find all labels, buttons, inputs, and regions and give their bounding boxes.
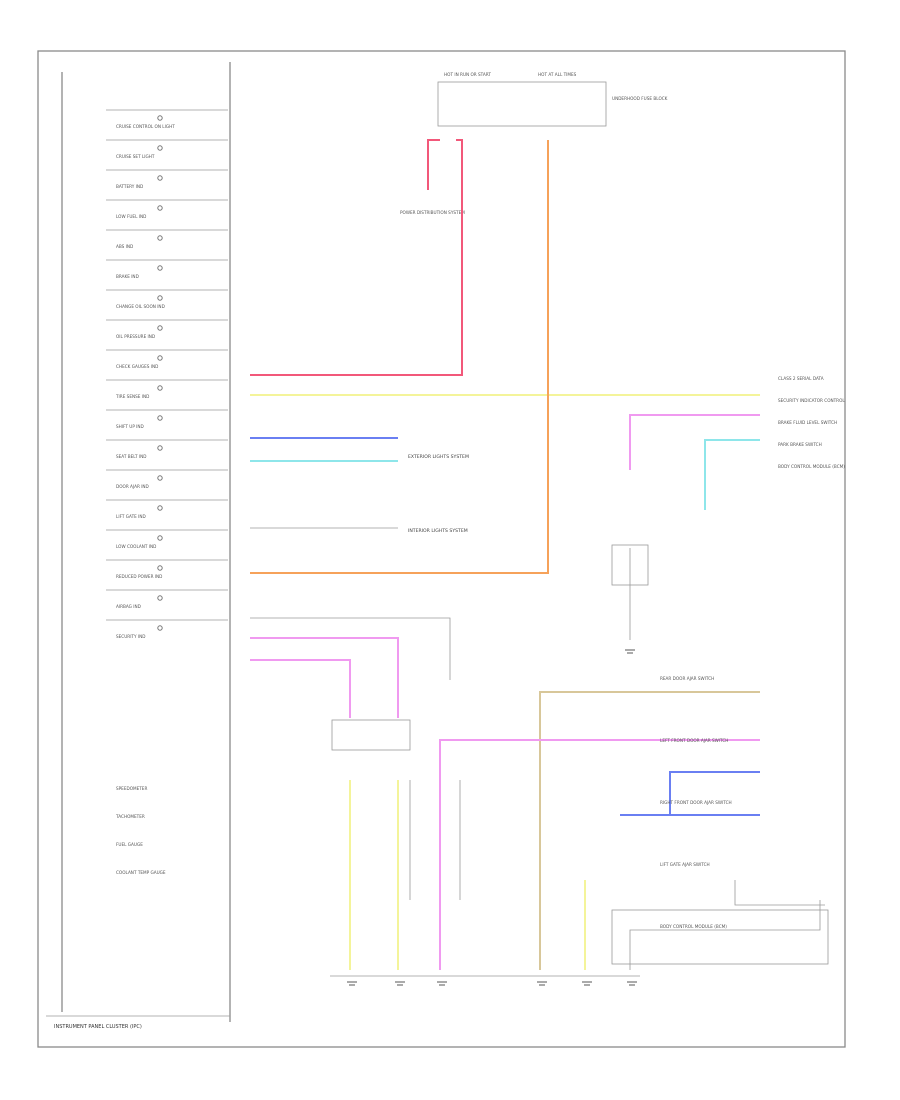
gauge-label: TACHOMETER bbox=[115, 814, 145, 819]
indicator-bulb-icon bbox=[157, 445, 163, 451]
right-module-label: BRAKE FLUID LEVEL SWITCH bbox=[778, 420, 837, 425]
wire-blue-lower bbox=[669, 771, 760, 815]
connector-boxes bbox=[331, 544, 829, 965]
indicator-bulb-icon bbox=[157, 265, 163, 271]
cluster-title: INSTRUMENT PANEL CLUSTER (IPC) bbox=[54, 1024, 142, 1030]
cluster-row-label: BRAKE IND bbox=[116, 274, 139, 279]
right-module-label: SECURITY INDICATOR CONTROL bbox=[778, 398, 845, 403]
indicator-bulb-icon bbox=[157, 565, 163, 571]
right-module-label: CLASS 2 SERIAL DATA bbox=[778, 376, 824, 381]
indicator-bulb-icon bbox=[157, 115, 163, 121]
indicator-bulb-icon bbox=[157, 325, 163, 331]
wire-magenta-2 bbox=[250, 659, 351, 718]
cluster-row-label: AIRBAG IND bbox=[116, 604, 141, 609]
interior-lights-label: INTERIOR LIGHTS SYSTEM bbox=[408, 528, 468, 534]
power-distribution-label: POWER DISTRIBUTION SYSTEM bbox=[400, 210, 465, 215]
indicator-bulb-icon bbox=[157, 145, 163, 151]
wires bbox=[250, 139, 760, 970]
wire-magenta-brake bbox=[629, 414, 760, 470]
indicator-bulb-icon bbox=[157, 175, 163, 181]
right-module-label: BODY CONTROL MODULE (BCM) bbox=[778, 464, 845, 469]
cluster-row-label: SECURITY IND bbox=[116, 634, 145, 639]
cluster-row-label: OIL PRESSURE IND bbox=[116, 334, 155, 339]
gauge-label: SPEEDOMETER bbox=[116, 786, 147, 791]
indicator-bulb-icon bbox=[157, 535, 163, 541]
gauge-label: FUEL GAUGE bbox=[116, 842, 143, 847]
wire-orange bbox=[250, 140, 549, 574]
cluster-row-label: LIFT GATE IND bbox=[116, 514, 146, 519]
cluster-row-label: SEAT BELT IND bbox=[116, 454, 147, 459]
indicator-bulb-icon bbox=[157, 505, 163, 511]
top-left-connector-label: HOT IN RUN OR START bbox=[444, 72, 491, 77]
bottom-labels: REAR DOOR AJAR SWITCH LEFT FRONT DOOR AJA… bbox=[660, 676, 732, 929]
bottom-component-label: LEFT FRONT DOOR AJAR SWITCH bbox=[660, 738, 728, 743]
cluster-row-label: BATTERY IND bbox=[116, 184, 143, 189]
cluster-row-label: SHIFT UP IND bbox=[116, 424, 144, 429]
indicator-bulb-icon bbox=[157, 415, 163, 421]
wire-cyan-park bbox=[704, 439, 760, 510]
cluster-row-label: REDUCED POWER IND bbox=[116, 574, 162, 579]
wire-tan bbox=[539, 691, 760, 970]
right-module-label: PARK BRAKE SWITCH bbox=[778, 442, 822, 447]
indicator-bulb-icon bbox=[157, 475, 163, 481]
cluster-row-label: LOW FUEL IND bbox=[116, 214, 146, 219]
bottom-component-label: RIGHT FRONT DOOR AJAR SWITCH bbox=[660, 800, 732, 805]
indicator-bulb-icon bbox=[157, 385, 163, 391]
fuse-block-label: UNDERHOOD FUSE BLOCK bbox=[612, 96, 668, 101]
cluster-row-label: CRUISE CONTROL ON LIGHT bbox=[116, 124, 175, 129]
indicator-bulb-icon bbox=[157, 355, 163, 361]
indicator-bulb-icon bbox=[157, 595, 163, 601]
cluster-row-label: DOOR AJAR IND bbox=[116, 484, 149, 489]
instrument-cluster: INSTRUMENT PANEL CLUSTER (IPC) CRUISE CO… bbox=[46, 62, 231, 1030]
cluster-row-label: TIRE SENSE IND bbox=[115, 394, 149, 399]
wire-pink bbox=[250, 139, 463, 376]
indicator-bulb-icon bbox=[157, 235, 163, 241]
diagram-frame bbox=[37, 50, 846, 1048]
ground-symbols bbox=[347, 649, 637, 986]
indicator-bulb-icon bbox=[157, 295, 163, 301]
top-right-connector-label: HOT AT ALL TIMES bbox=[538, 72, 577, 77]
bottom-component-label: LIFT GATE AJAR SWITCH bbox=[660, 862, 710, 867]
thin-wires bbox=[250, 527, 825, 977]
cluster-row-label: ABS IND bbox=[116, 244, 133, 249]
wire-magenta-lower bbox=[439, 739, 760, 970]
indicator-bulb-icon bbox=[157, 625, 163, 631]
gauge-label: COOLANT TEMP GAUGE bbox=[116, 870, 166, 875]
fuse-block: HOT IN RUN OR START HOT AT ALL TIMES UND… bbox=[400, 72, 668, 215]
cluster-row-label: CHANGE OIL SOON IND bbox=[116, 304, 165, 309]
right-module-labels: CLASS 2 SERIAL DATA SECURITY INDICATOR CO… bbox=[778, 376, 845, 469]
cluster-row-label: CHECK GAUGES IND bbox=[116, 364, 158, 369]
wire-pink-feed bbox=[427, 139, 440, 190]
bottom-component-label: BODY CONTROL MODULE (BCM) bbox=[660, 924, 727, 929]
cluster-row-label: CRUISE SET LIGHT bbox=[116, 154, 155, 159]
cluster-row-label: LOW COOLANT IND bbox=[116, 544, 156, 549]
exterior-lights-label: EXTERIOR LIGHTS SYSTEM bbox=[408, 454, 469, 460]
indicator-bulb-icon bbox=[157, 205, 163, 211]
bottom-component-label: REAR DOOR AJAR SWITCH bbox=[660, 676, 714, 681]
wire-magenta-1 bbox=[250, 637, 399, 718]
